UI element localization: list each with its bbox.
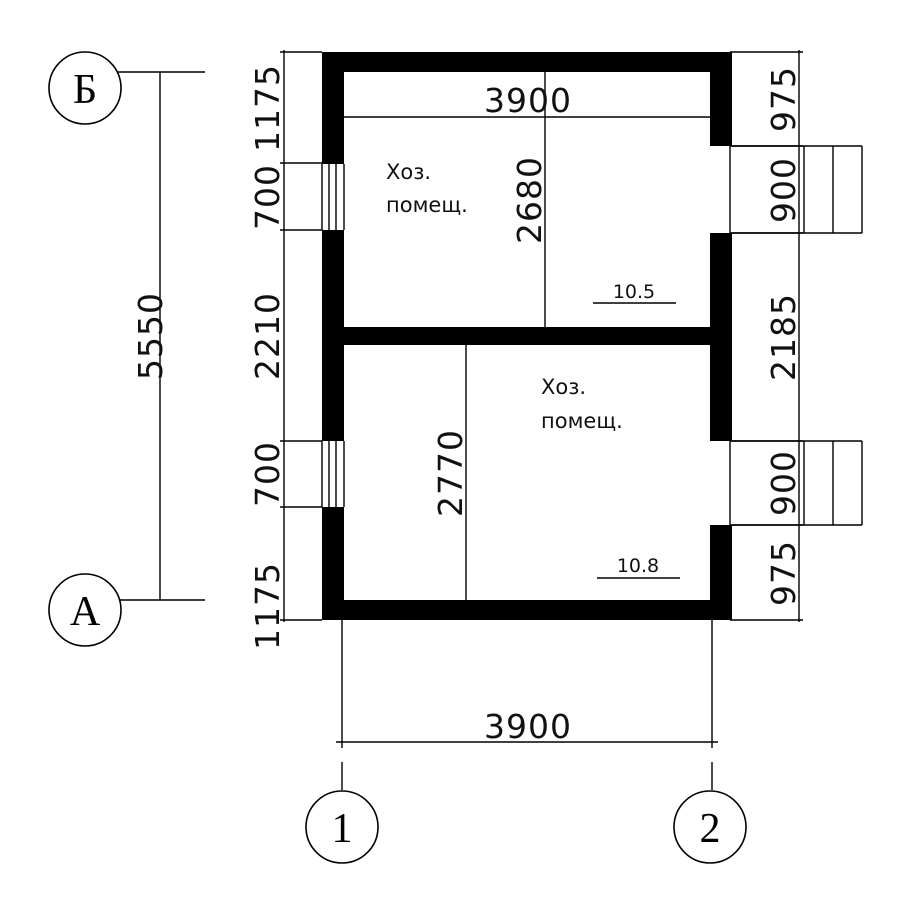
axis-col-2-label: 2	[700, 806, 721, 852]
axis-row-a-label: А	[70, 589, 101, 635]
axis-col-2: 2	[673, 790, 747, 864]
room-2: Хоз. помещ. 10.8	[541, 375, 659, 577]
wall-right-upper	[710, 52, 732, 146]
dim-left-2: 700	[248, 164, 287, 230]
window-lower	[321, 441, 345, 507]
wall-right-lower	[710, 525, 732, 620]
axis-row-a: А	[48, 573, 122, 647]
dim-right-4: 900	[764, 450, 803, 516]
walls	[322, 52, 732, 620]
wall-top	[322, 52, 732, 72]
door-upper-steps	[729, 145, 863, 234]
wall-left-lower	[322, 507, 344, 620]
dim-room1-depth: 2680	[510, 156, 549, 244]
dim-right-3: 2185	[764, 293, 803, 381]
dim-width-top: 3900	[484, 81, 572, 120]
dim-width-bottom: 3900	[484, 707, 572, 746]
room-1-area: 10.5	[613, 281, 655, 303]
doors	[729, 145, 863, 526]
dim-left-5: 1175	[248, 562, 287, 650]
wall-left-upper	[322, 52, 344, 164]
wall-partition	[322, 327, 732, 345]
axis-bubbles: Б А 1 2	[48, 51, 747, 864]
dim-left-3: 2210	[248, 292, 287, 380]
room-2-area: 10.8	[617, 555, 659, 577]
axis-row-b-label: Б	[73, 67, 97, 113]
dim-room2-depth: 2770	[431, 429, 470, 517]
dim-left-4: 700	[248, 441, 287, 507]
axis-row-b: Б	[48, 51, 122, 125]
room-1: Хоз. помещ. 10.5	[386, 160, 655, 303]
axis-col-1: 1	[305, 790, 379, 864]
room-2-name-line1: Хоз.	[541, 375, 586, 399]
window-upper	[321, 164, 345, 230]
dim-right-5: 975	[764, 540, 803, 606]
room-1-name-line2: помещ.	[386, 193, 468, 217]
dim-overall-height: 5550	[131, 292, 170, 380]
room-1-name-line1: Хоз.	[386, 160, 431, 184]
room-2-name-line2: помещ.	[541, 409, 623, 433]
dimension-texts: 5550 3900 3900 1175 700 2210 700 1175 97…	[131, 64, 803, 746]
dim-right-2: 900	[764, 157, 803, 223]
dim-right-1: 975	[764, 66, 803, 132]
axis-col-1-label: 1	[332, 806, 353, 852]
windows	[321, 164, 345, 507]
dim-left-1: 1175	[248, 64, 287, 152]
door-lower-steps	[729, 440, 863, 526]
wall-bottom	[322, 600, 732, 620]
dimension-lines	[118, 50, 803, 790]
